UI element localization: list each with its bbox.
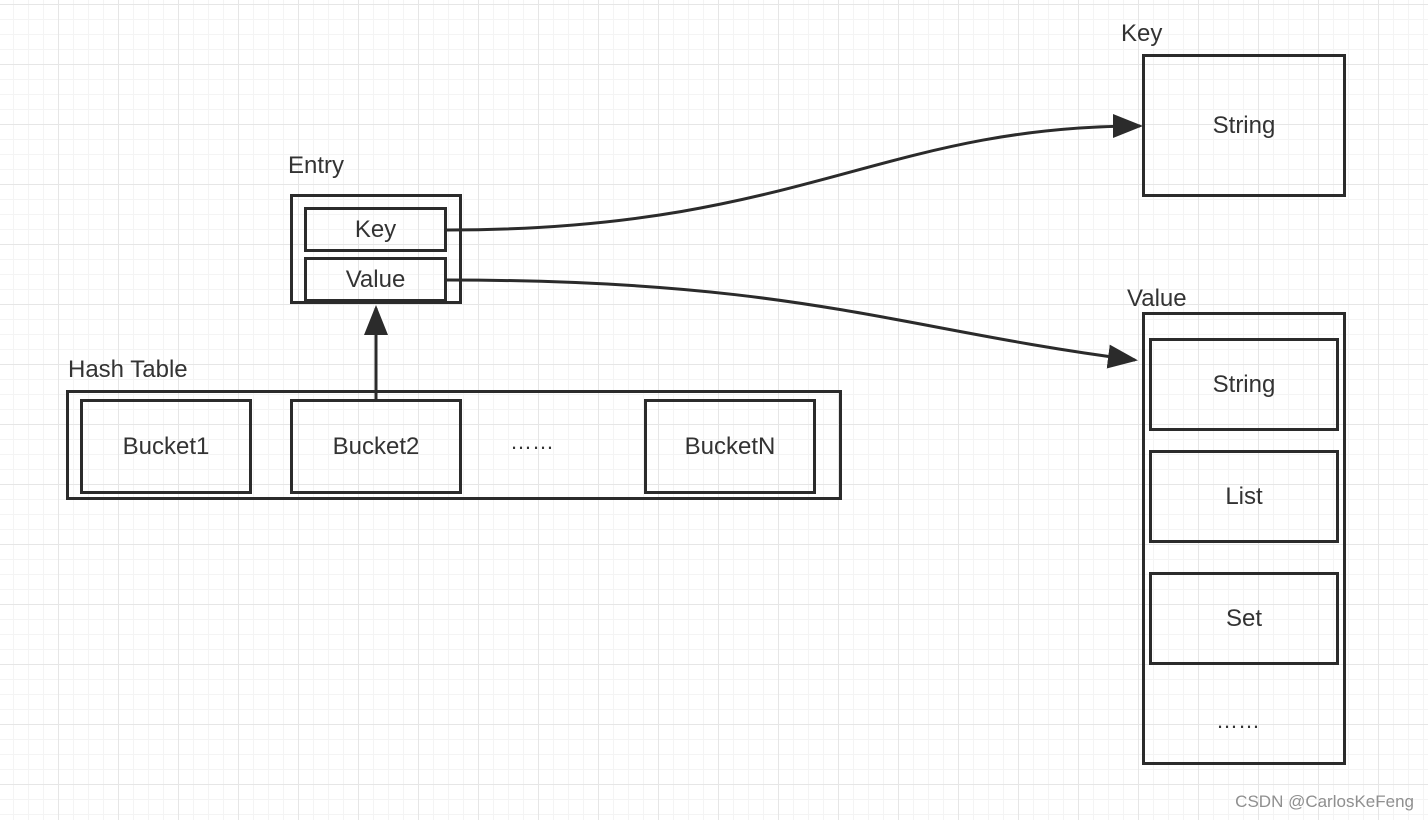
arrow-key-to-string — [446, 114, 1143, 232]
value-type-ellipsis: …… — [1216, 708, 1260, 733]
bucket-n: BucketN — [644, 399, 816, 494]
arrow-value-to-value-types — [446, 278, 1138, 369]
value-type-list: List — [1149, 450, 1339, 543]
value-title: Value — [1127, 285, 1187, 312]
watermark: CSDN @CarlosKeFeng — [1235, 792, 1414, 811]
bucket-1: Bucket1 — [80, 399, 252, 494]
hash-table-box — [66, 390, 842, 500]
hash-table-title: Hash Table — [68, 356, 188, 383]
value-type-string: String — [1149, 338, 1339, 431]
value-container — [1142, 312, 1346, 765]
entry-value-field: Value — [304, 257, 447, 302]
bucket-ellipsis: …… — [510, 429, 554, 454]
entry-title: Entry — [288, 152, 345, 179]
bucket-2: Bucket2 — [290, 399, 462, 494]
value-type-set: Set — [1149, 572, 1339, 665]
entry-box — [290, 194, 462, 304]
key-title: Key — [1121, 20, 1163, 47]
entry-key-field: Key — [304, 207, 447, 252]
key-string-box: String — [1142, 54, 1346, 197]
